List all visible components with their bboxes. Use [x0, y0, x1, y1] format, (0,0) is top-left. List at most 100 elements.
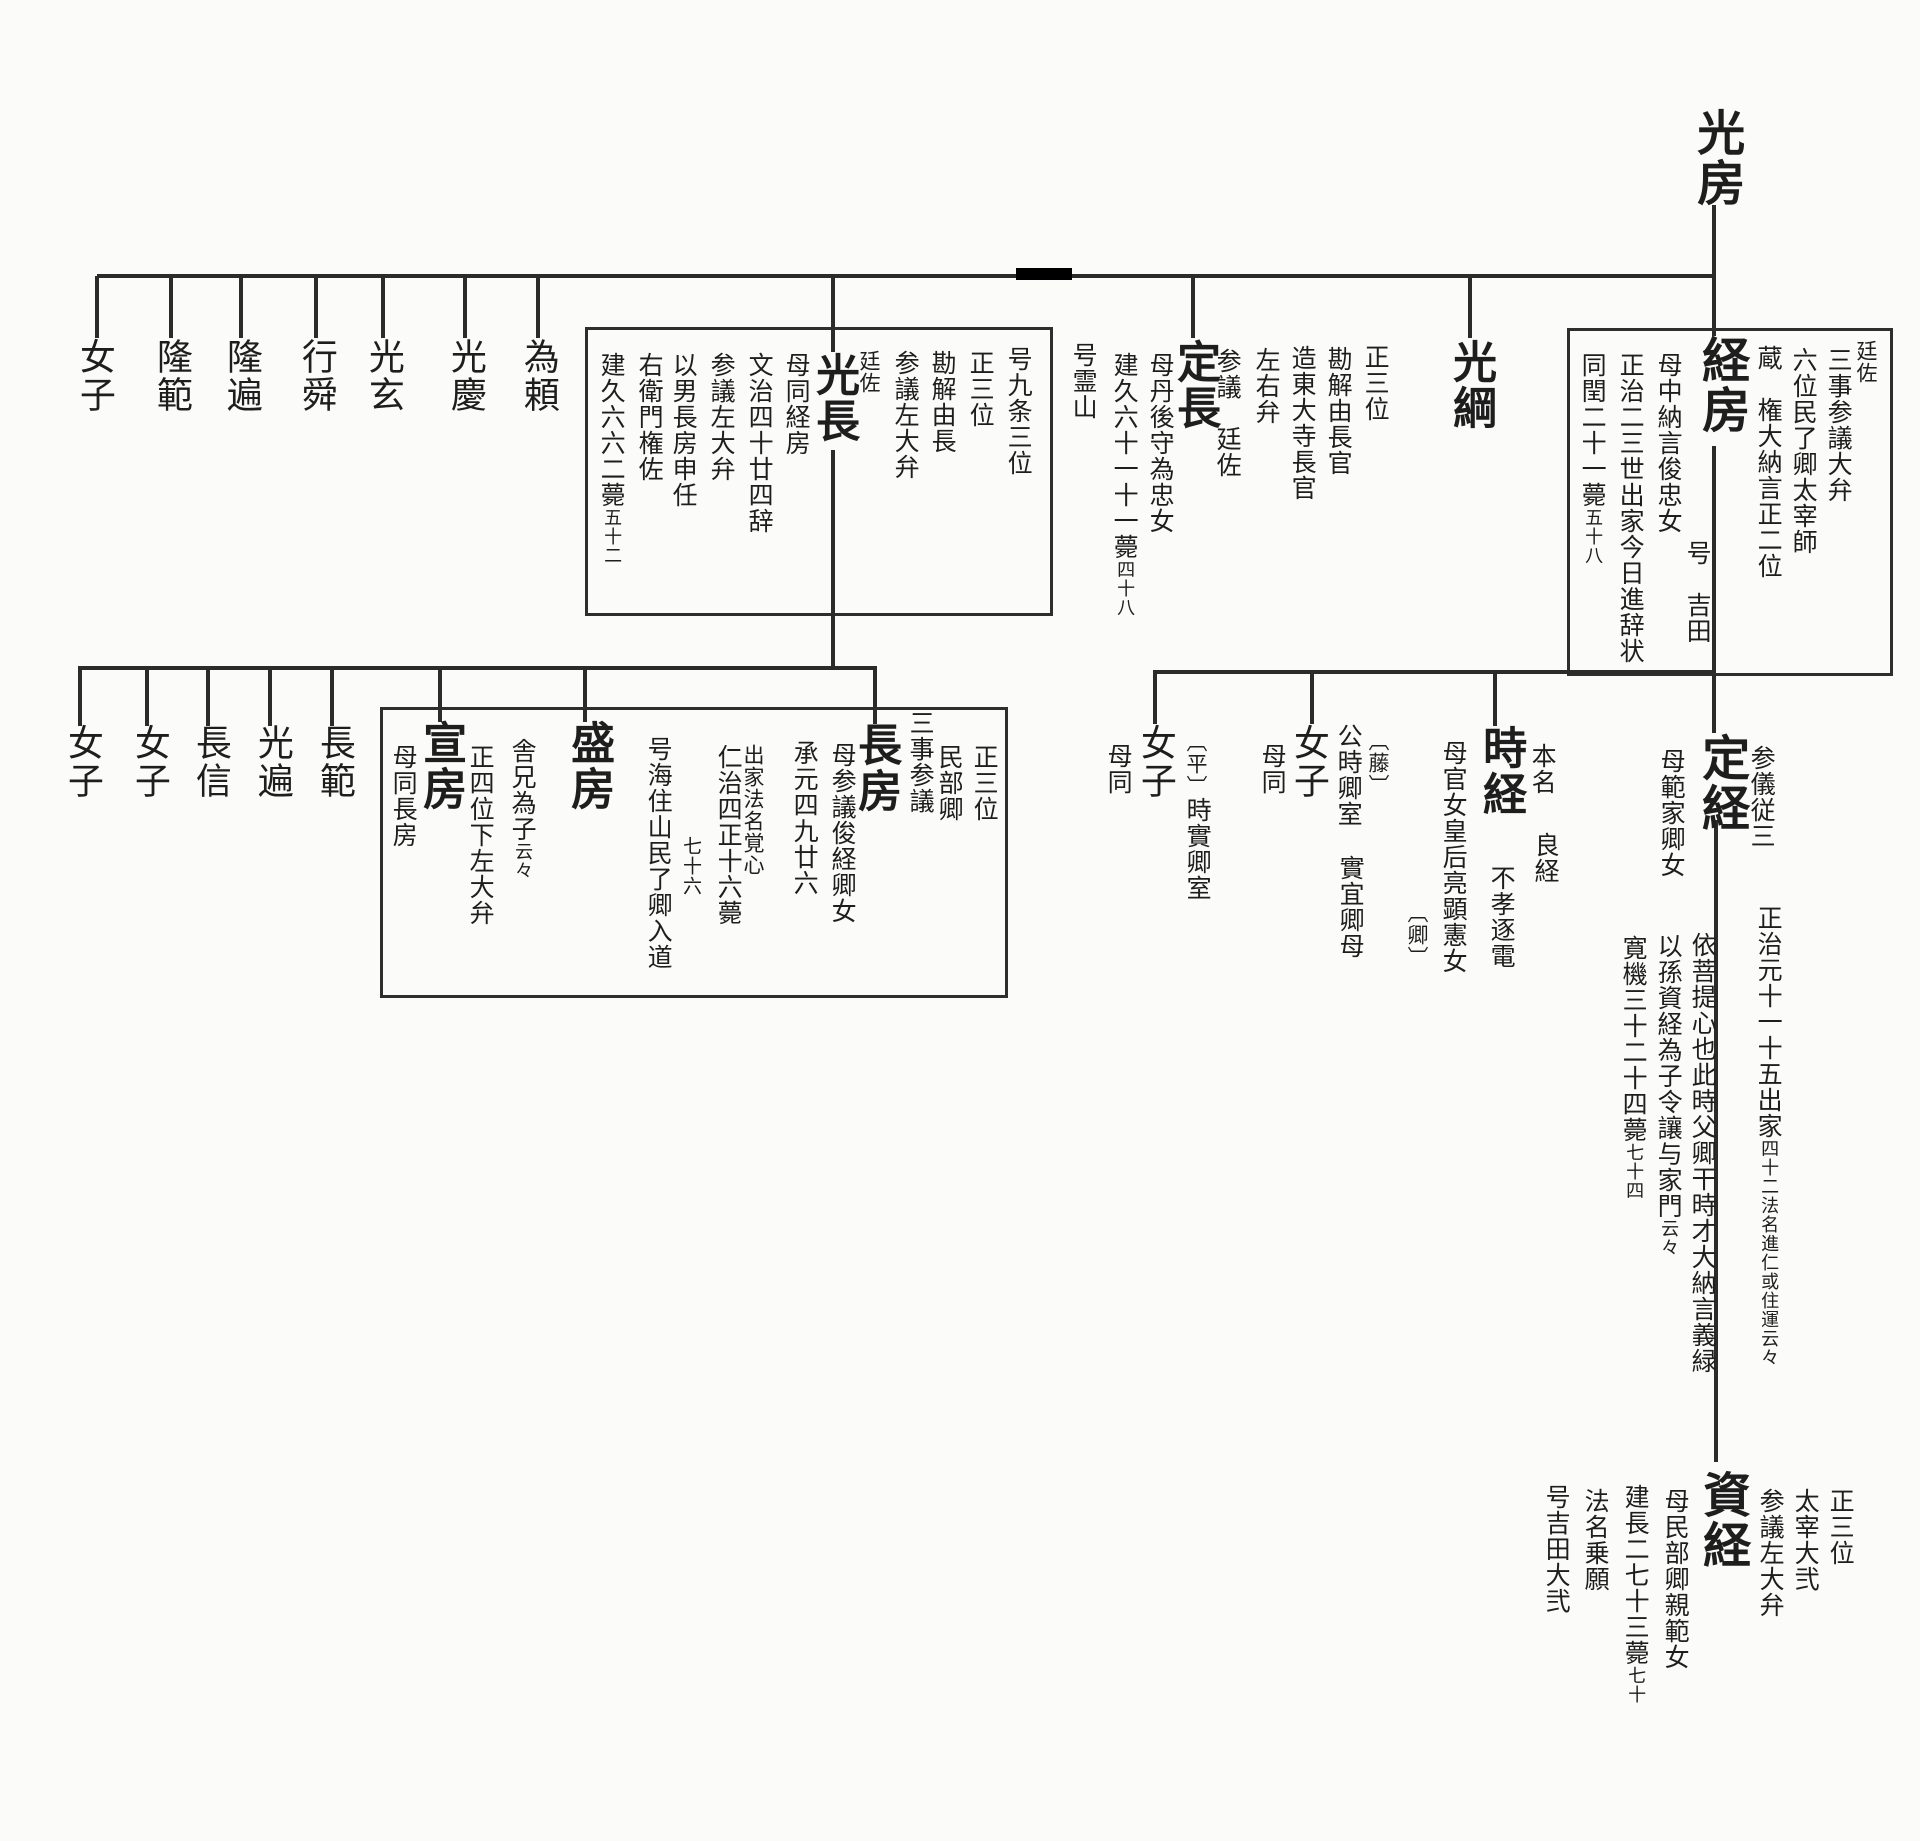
annotation: 時實卿室	[1183, 797, 1213, 901]
annotation: 勘解由長官	[1324, 346, 1354, 476]
annotation: 参議左大弁	[1756, 1488, 1786, 1618]
person-ryuhen: 隆遍	[220, 338, 262, 414]
annotation: 勘解由長	[928, 350, 958, 454]
annotation: 法名乗願	[1581, 1488, 1611, 1592]
annotation: 寛機三十二十四薨七十四	[1619, 935, 1649, 1200]
person-nagafusa: 長房	[850, 722, 902, 814]
person-joshi-g2b: 女子	[128, 724, 170, 800]
person-joshi-g3a: 女子	[1134, 724, 1176, 800]
person-mitsuhen: 光遍	[251, 724, 293, 800]
person-mitsunaga: 光長	[808, 352, 860, 444]
drop-mitsuhen	[268, 668, 272, 726]
annotation: 正治元十一十五出家四十二法名進仁或住運云々	[1754, 905, 1784, 1367]
rail-ink-dash	[1016, 268, 1072, 280]
annotation: 以男長房申任	[669, 352, 699, 508]
annotation: 母参議俊経卿女	[828, 742, 858, 924]
annotation: 不孝逐電	[1487, 865, 1517, 969]
annotation: 以孫資経為子令讓与家門云々	[1654, 933, 1684, 1257]
annotation: 参議 廷佐	[1213, 348, 1243, 478]
annotation: 母中納言俊忠女	[1654, 352, 1684, 534]
annotation: 号吉田大弐	[1542, 1484, 1572, 1614]
drop-mitsugen	[381, 276, 385, 338]
person-joshi-g1: 女子	[73, 338, 115, 414]
drop-g2-joshi1	[78, 668, 82, 726]
annotation: 七十六	[679, 836, 702, 896]
box-nobufusa-nagafusa	[380, 707, 1008, 998]
person-gyoshun: 行舜	[295, 338, 337, 414]
person-naganobu: 長信	[189, 724, 231, 800]
rail-gen3	[1153, 670, 1716, 674]
root-drop-line	[1712, 205, 1716, 275]
drop-tokitsune	[1493, 672, 1497, 726]
annotation: 〔藤〕	[1366, 730, 1391, 796]
annotation: 左右弁	[1252, 347, 1282, 425]
annotation: 三事参議	[906, 710, 936, 814]
drop-takanori	[169, 276, 173, 338]
annotation: 造東大寺長官	[1288, 345, 1318, 501]
rail-gen2	[78, 666, 877, 670]
annotation: 依菩提心也此時父卿干時才大納言義緑	[1688, 932, 1718, 1374]
person-tokitsune: 時経	[1475, 725, 1527, 817]
drop-mitsunaga	[831, 276, 835, 352]
box-tsunefusa	[1567, 328, 1893, 676]
annotation: 六位民了卿太宰師	[1789, 347, 1819, 555]
annotation: 右衛門権佐	[635, 352, 665, 482]
drop-g3-joshi1	[1153, 672, 1157, 724]
annotation: 母同経房	[782, 352, 812, 456]
drop-joshi1	[95, 276, 99, 338]
person-joshi-g3b: 女子	[1287, 724, 1329, 800]
drop-g2-joshi2	[145, 668, 149, 726]
person-takanori: 隆範	[150, 338, 192, 414]
annotation: 号九条三位	[1004, 346, 1034, 476]
annotation: 實宜卿母	[1336, 855, 1366, 959]
annotation: 母範家卿女	[1657, 748, 1687, 878]
annotation: 〔卿〕	[1405, 902, 1430, 968]
annotation: 仁治四正十六薨	[714, 744, 744, 926]
annotation: 舎兄為子云々	[508, 738, 538, 880]
riser-tsunefusa	[1712, 276, 1716, 336]
person-tameyori: 為頼	[517, 338, 559, 414]
annotation: 正治二三世出家今日進辞状	[1616, 352, 1646, 664]
drop-naganori	[330, 668, 334, 726]
annotation: 良経	[1531, 832, 1561, 884]
person-nobufusa: 宣房	[415, 720, 467, 812]
annotation: 正三位	[970, 744, 1000, 822]
annotation: 建久六十一十一薨四十八	[1110, 352, 1140, 617]
annotation: 出家法名覚心	[741, 744, 766, 876]
line-under-mitsunaga	[831, 450, 835, 668]
annotation: 参儀従三	[1747, 745, 1777, 849]
annotation: 建長二七十三薨七十	[1621, 1484, 1651, 1704]
drop-ryuhen	[239, 276, 243, 338]
annotation: 母同	[1258, 743, 1288, 795]
drop-tameyori	[536, 276, 540, 338]
person-mitsutsuna: 光綱	[1445, 339, 1497, 431]
annotation: 公時卿室	[1334, 723, 1364, 827]
riser-nagafusa	[873, 668, 877, 724]
annotation: 文治四十廿四辞	[745, 352, 775, 534]
person-suketsune: 資経	[1694, 1470, 1751, 1570]
person-morifusa: 盛房	[563, 720, 615, 812]
annotation: 正四位下左大弁	[466, 744, 496, 926]
annotation: 同閏二十一薨五十八	[1578, 352, 1608, 565]
drop-sadanaga	[1191, 276, 1195, 338]
riser-sadatsune	[1712, 672, 1716, 733]
annotation: 正三位	[1361, 344, 1391, 422]
annotation: 蔵 権大納言正二位	[1754, 345, 1784, 579]
annotation: 承元四九廿六	[790, 740, 820, 896]
annotation: 母民部卿親範女	[1661, 1488, 1691, 1670]
person-mitsugen: 光玄	[362, 338, 404, 414]
annotation: 三事参議大弁	[1824, 347, 1854, 503]
drop-gyoshun	[314, 276, 318, 338]
drop-g3-joshi2	[1310, 672, 1314, 724]
rail-gen1	[97, 274, 1716, 278]
line-under-sadatsune	[1714, 820, 1718, 1462]
annotation: 母官女皇后亮顕憲女	[1439, 740, 1469, 974]
annotation: 号 吉田	[1683, 540, 1713, 644]
annotation: 建久六六二薨五十二	[597, 352, 627, 565]
person-joshi-g2a: 女子	[61, 724, 103, 800]
annotation: 参議左大弁	[707, 352, 737, 482]
riser-morifusa	[583, 668, 587, 722]
drop-mitsutsuna	[1468, 276, 1472, 338]
box-mitsunaga	[585, 327, 1053, 616]
